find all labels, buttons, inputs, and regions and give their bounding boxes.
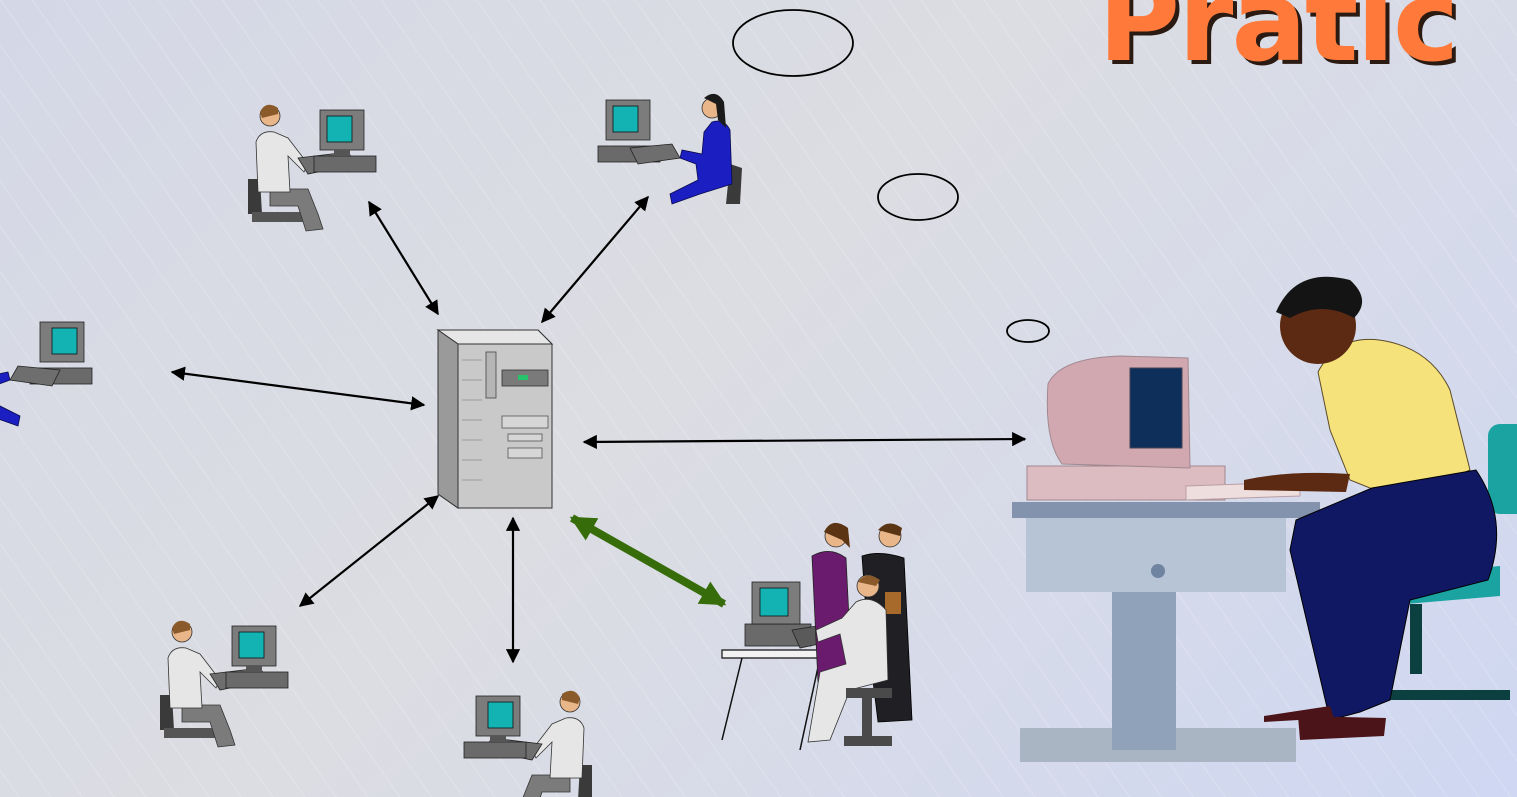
- thought-bubble-icon: [877, 173, 959, 221]
- link-arrow: [582, 431, 1027, 450]
- workstation-man-icon: [159, 620, 289, 748]
- workstation-woman-icon: [597, 93, 743, 205]
- workstation-man-icon: [463, 690, 593, 797]
- slide-title: Pratic: [1098, 0, 1459, 87]
- link-arrow: [298, 495, 440, 607]
- team-workstation-icon: [721, 522, 913, 751]
- thought-bubble-icon: [1006, 319, 1050, 343]
- thought-bubble-icon: [732, 9, 854, 77]
- link-arrow: [170, 366, 426, 411]
- link-arrow: [541, 195, 649, 324]
- workstation-woman-icon: [0, 315, 93, 427]
- link-arrow: [368, 200, 439, 316]
- workstation-man-icon: [247, 104, 377, 232]
- office-worker-desk-icon: [1012, 276, 1517, 762]
- highlight-link-arrow: [569, 514, 727, 608]
- server-icon: [436, 329, 554, 509]
